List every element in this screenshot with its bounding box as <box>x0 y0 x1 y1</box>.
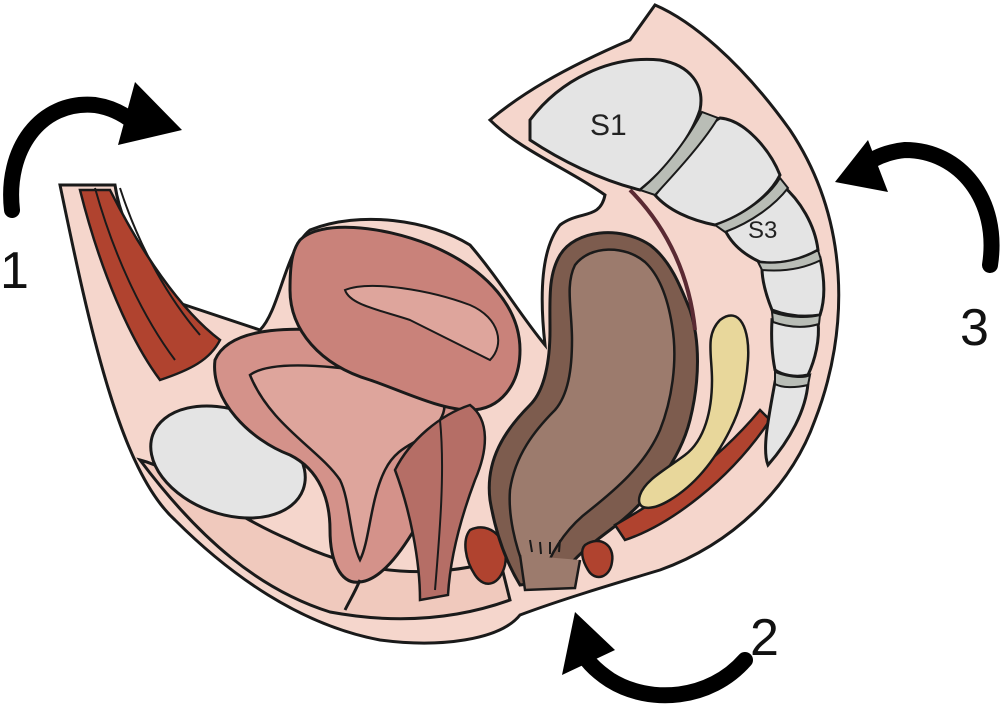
curved-arrow-icon-3 <box>835 140 1000 273</box>
disc <box>756 248 823 272</box>
vertebra-s1 <box>528 57 703 192</box>
arrow-label-2: 2 <box>750 609 779 667</box>
anal-canal <box>518 554 582 592</box>
vagina <box>393 403 487 602</box>
urethra <box>343 579 362 611</box>
curved-arrow-icon-2 <box>562 612 753 704</box>
disc <box>712 176 790 234</box>
perineal-body <box>464 526 508 585</box>
disc <box>770 310 822 328</box>
anal-sphincter <box>580 539 614 579</box>
rectum <box>508 248 676 572</box>
vertebra-label-s1: S1 <box>590 109 627 142</box>
disc <box>637 110 720 197</box>
anal-folds <box>529 539 561 555</box>
fecal-matter <box>637 314 750 509</box>
muscle-strand <box>94 187 176 361</box>
vaginal-wall <box>434 419 444 591</box>
vertebra-label-s3: S3 <box>748 217 777 244</box>
muscle-strand <box>119 187 201 336</box>
curved-arrow-icon-1 <box>3 82 182 218</box>
arrow-label-1: 1 <box>0 242 29 300</box>
sacral-curve <box>628 188 697 331</box>
disc <box>774 370 812 389</box>
uterine-cavity <box>343 285 500 362</box>
vertebra-s5 <box>770 318 820 378</box>
arrow-label-3: 3 <box>960 299 989 357</box>
